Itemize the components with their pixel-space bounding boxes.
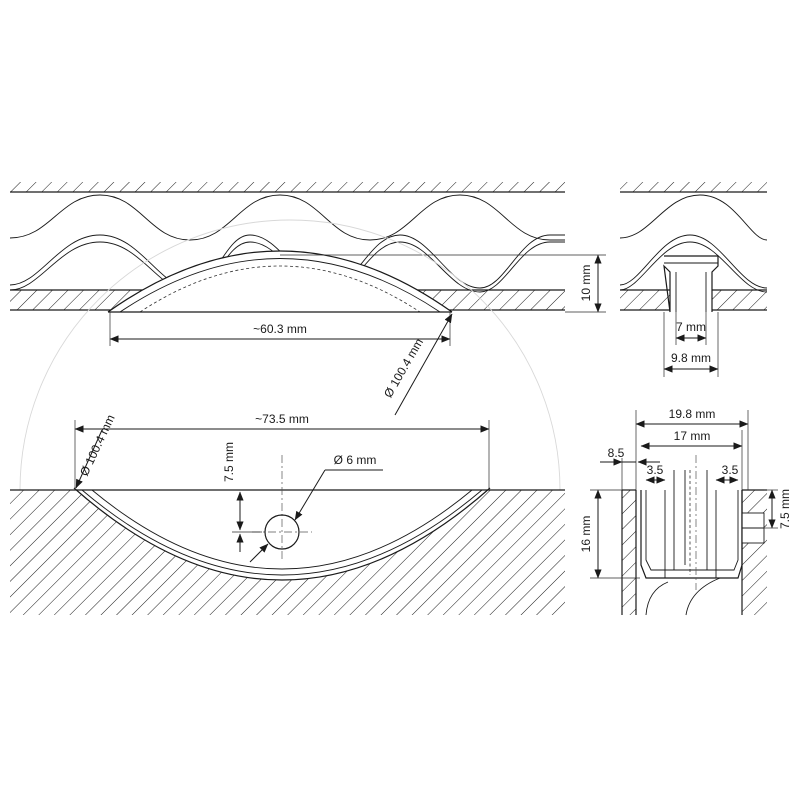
top-surface-hatch	[10, 182, 565, 192]
cut-outer	[73, 487, 491, 581]
dim-top-chord: ~60.3 mm	[253, 322, 307, 336]
dim-slot-inner: 7 mm	[676, 320, 706, 334]
construction-circle	[19, 219, 561, 491]
dim-rib-left: 3.5	[647, 463, 664, 477]
cut-inner	[81, 489, 483, 576]
dim-bottom-diameter: Ø 100.4 mm	[77, 412, 118, 478]
arc-insert-hidden	[139, 265, 421, 313]
upper-wave	[9, 194, 565, 241]
dim-rib-right: 3.5	[722, 463, 739, 477]
arc-insert-outer	[107, 250, 453, 313]
arc-insert-inner	[119, 258, 441, 313]
dim-section-width: 19.8 mm	[669, 407, 716, 421]
dim-slot-outer: 9.8 mm	[671, 351, 711, 365]
dim-hole-offset: 7.5 mm	[222, 442, 236, 482]
dim-section-inner: 17 mm	[674, 429, 711, 443]
dim-hole-diameter: Ø 6 mm	[334, 453, 377, 467]
dim-section-depth: 16 mm	[579, 516, 593, 553]
dim-top-diameter: Ø 100.4 mm	[381, 336, 426, 400]
dim-wall-gap: 10 mm	[579, 265, 593, 302]
section-insert	[640, 490, 743, 579]
dim-section-side: 7.5 mm	[778, 489, 792, 529]
dim-section-left: 8.5	[608, 446, 625, 460]
top-right-view: 7 mm 9.8 mm	[619, 182, 768, 377]
bottom-right-view: 19.8 mm 17 mm 8.5 3.5 3.5 16 mm 7.5 mm	[579, 407, 792, 616]
slot-insert	[663, 255, 719, 313]
dim-bottom-chord: ~73.5 mm	[255, 412, 309, 426]
dowel-hole	[264, 514, 300, 550]
